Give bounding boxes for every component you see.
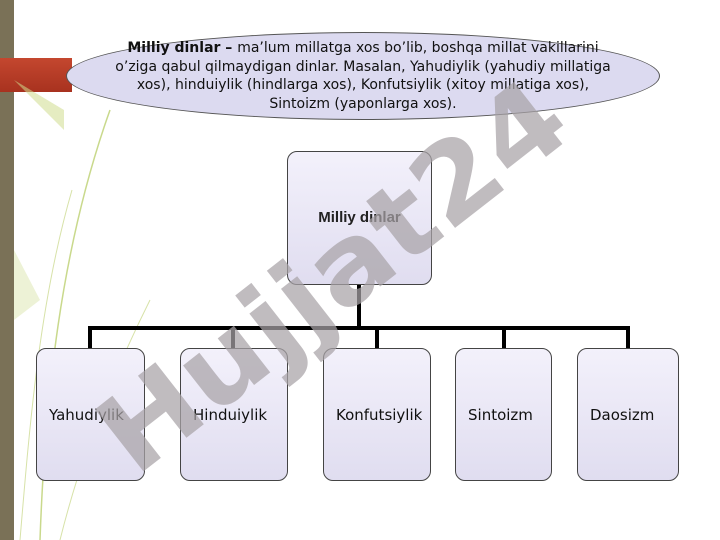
- accent-tab: [0, 58, 72, 92]
- root-node: Milliy dinlar: [287, 151, 432, 285]
- child-node-konfutsiylik: Konfutsiylik: [323, 348, 431, 481]
- child-node-label: Sintoizm: [468, 406, 533, 424]
- child-node-label: Yahudiylik: [49, 406, 124, 424]
- child-node-label: Daosizm: [590, 406, 655, 424]
- child-node-sintoizm: Sintoizm: [455, 348, 552, 481]
- child-node-daosizm: Daosizm: [577, 348, 679, 481]
- root-node-label: Milliy dinlar: [318, 208, 401, 226]
- child-node-label: Konfutsiylik: [336, 406, 423, 424]
- definition-dash: –: [220, 40, 238, 56]
- definition-text: Milliy dinlar – ma’lum millatga xos bo’l…: [107, 39, 619, 113]
- left-decor-bar: [0, 0, 14, 540]
- child-node-label: Hinduiylik: [193, 406, 268, 424]
- definition-callout: Milliy dinlar – ma’lum millatga xos bo’l…: [66, 32, 660, 120]
- definition-term: Milliy dinlar: [127, 40, 221, 56]
- child-node-hinduiylik: Hinduiylik: [180, 348, 288, 481]
- definition-body: ma’lum millatga xos bo’lib, boshqa milla…: [115, 40, 611, 112]
- child-node-yahudiylik: Yahudiylik: [36, 348, 145, 481]
